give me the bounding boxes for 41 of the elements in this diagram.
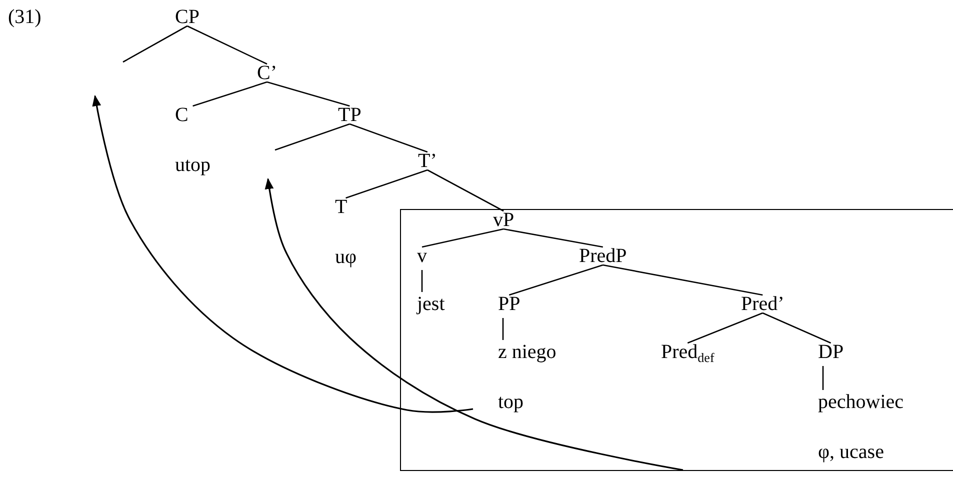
tree-node-label: CP xyxy=(175,6,200,28)
tree-node-label: T xyxy=(335,196,348,218)
tree-node-label: v xyxy=(417,245,427,267)
feature-label: φ, ucase xyxy=(818,441,885,463)
tree-node-label: Pred’ xyxy=(741,293,784,315)
tree-node-label: PP xyxy=(498,293,520,315)
tree-node-label: vP xyxy=(493,209,514,231)
tree-node-label: PredP xyxy=(579,245,627,267)
tree-node-label: C xyxy=(175,104,190,126)
tree-node-label: T’ xyxy=(418,150,437,172)
tree-branch xyxy=(421,270,423,292)
tree-branch xyxy=(602,264,763,296)
example-number: (31) xyxy=(8,6,42,28)
tree-branch xyxy=(502,318,504,340)
tree-node-label: Pred$_{def}$ xyxy=(661,341,714,363)
movement-arrow xyxy=(264,178,684,471)
tree-node-label: TP xyxy=(338,104,362,126)
tree-branch xyxy=(508,264,604,296)
tree-branch xyxy=(192,81,268,107)
tree-branch xyxy=(687,312,763,344)
tree-branch xyxy=(427,169,504,212)
tree-branch xyxy=(762,312,832,344)
tree-node-label: pechowiec xyxy=(818,391,904,413)
tree-branch xyxy=(186,25,268,65)
movement-arrow xyxy=(92,94,474,413)
tree-branch xyxy=(822,366,824,390)
tree-node-label: C’ xyxy=(257,62,277,84)
tree-branch xyxy=(274,123,350,151)
tree-node-label: DP xyxy=(818,341,844,363)
tree-node-label: z niego xyxy=(498,341,556,363)
feature-label: top xyxy=(498,391,525,413)
frame-box xyxy=(400,209,953,471)
tree-branch xyxy=(122,25,188,63)
tree-node-label: jest xyxy=(417,293,445,315)
tree-branch xyxy=(349,123,428,153)
feature-label: utop xyxy=(175,154,211,176)
feature-label: uφ xyxy=(335,246,357,268)
tree-branch xyxy=(266,81,350,107)
tree-branch xyxy=(422,228,504,248)
tree-branch xyxy=(503,228,604,248)
tree-branch xyxy=(346,169,428,199)
